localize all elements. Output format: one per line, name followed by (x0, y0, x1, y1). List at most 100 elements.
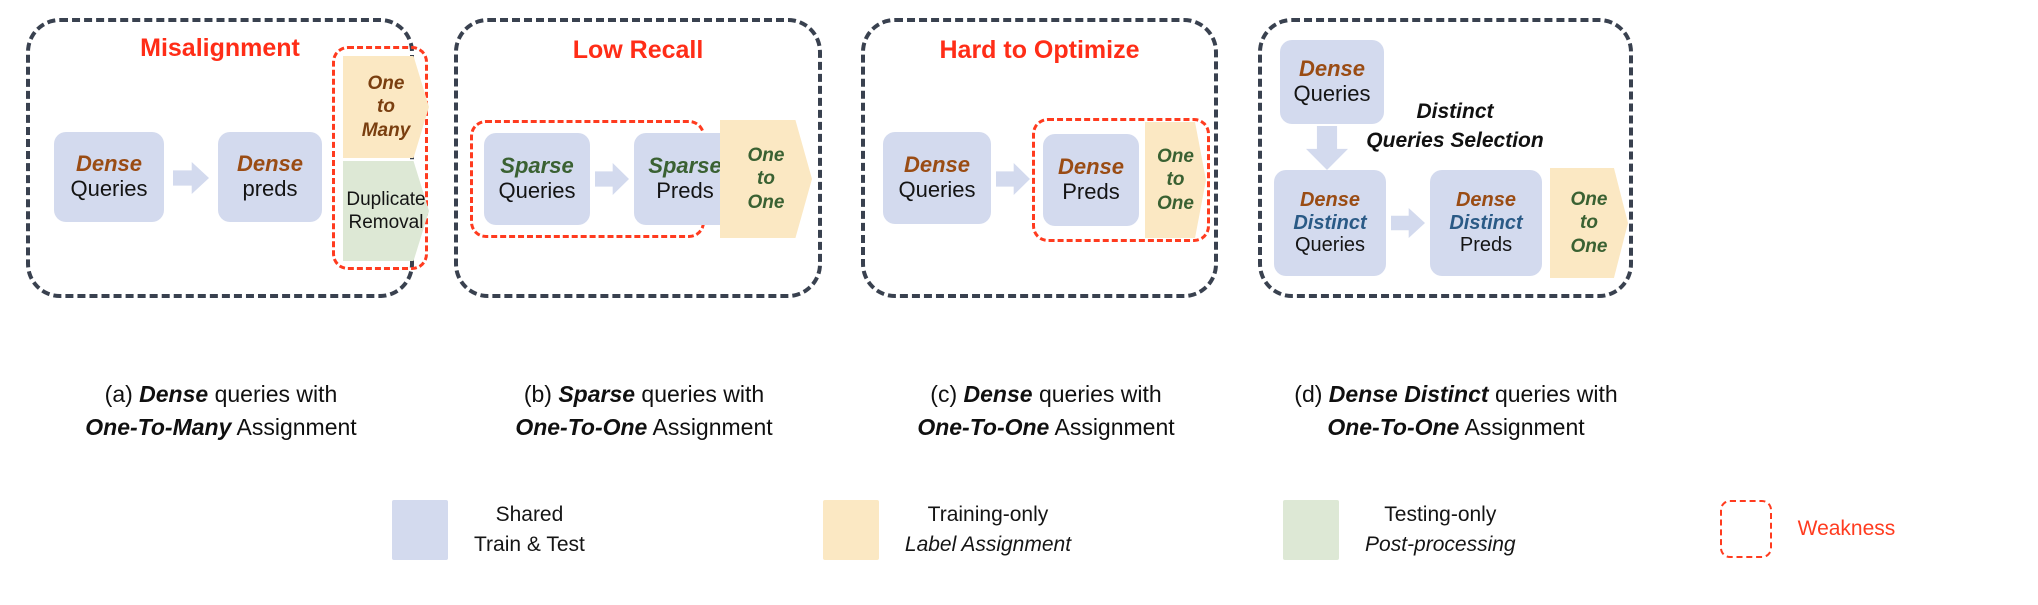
caption-d-emphasis-2: One-To-One (1327, 413, 1460, 440)
panel-d-source-emphasis: Dense (1298, 56, 1366, 82)
legend-training-line2: Label Assignment (904, 533, 1072, 556)
panel-c-preds-emphasis: Dense (1057, 154, 1125, 180)
panel-c-dense-preds-box: Dense Preds (1043, 134, 1139, 226)
caption-b-suffix: Assignment (647, 413, 773, 440)
caption-a-prefix: (a) (104, 381, 140, 407)
panel-b-queries-emphasis: Sparse (500, 153, 574, 179)
caption-a-emphasis-2: One-To-Many (85, 413, 232, 440)
caption-c: (c) Dense queries with One-To-One Assign… (846, 378, 1246, 468)
caption-c-suffix: Assignment (1049, 413, 1175, 440)
caption-c-mid: queries with (1032, 381, 1162, 407)
panel-c-title: Hard to Optimize (939, 36, 1140, 64)
panel-d-dp-line2: Distinct (1449, 211, 1523, 234)
legend-item-weakness: Weakness (1719, 500, 1896, 558)
caption-d-line1: (d) Dense Distinct queries with (1246, 378, 1666, 411)
caption-c-emphasis-2: One-To-One (917, 413, 1050, 440)
caption-b-emphasis-1: Sparse (558, 381, 636, 407)
legend-swatch-training-yellow (822, 500, 879, 560)
panel-b-assign-line2: to (757, 168, 775, 190)
caption-a: (a) Dense queries with One-To-Many Assig… (0, 378, 442, 468)
caption-d-line2: One-To-One Assignment (1246, 411, 1666, 444)
legend-label-weakness: Weakness (1797, 517, 1896, 540)
caption-a-mid: queries with (208, 381, 338, 407)
caption-d-suffix: Assignment (1459, 413, 1585, 440)
caption-c-line1: (c) Dense queries with (846, 378, 1246, 411)
panel-b-sparse-preds-box: Sparse Preds (634, 133, 736, 225)
panel-b-sparse-queries-box: Sparse Queries (484, 133, 590, 225)
panel-b-assign-line3: One (747, 191, 785, 213)
legend-swatch-testing-green (1283, 500, 1340, 560)
panel-b-preds-label: Preds (656, 178, 714, 203)
caption-a-line1: (a) Dense queries with (0, 378, 442, 411)
captions-row: (a) Dense queries with One-To-Many Assig… (0, 378, 2038, 468)
panel-a: Misalignment Dense Queries Dense preds O… (26, 18, 429, 298)
legend-label-training: Training-only Label Assignment (905, 500, 1071, 560)
panel-a-preds-emphasis: Dense (236, 151, 304, 177)
caption-a-emphasis-1: Dense (139, 381, 209, 407)
legend-item-training: Training-only Label Assignment (822, 500, 1071, 560)
panel-a-post-line2: Removal (348, 212, 424, 233)
caption-b-mid: queries with (635, 381, 765, 407)
panel-c-dense-queries-box: Dense Queries (883, 132, 991, 224)
caption-d-mid: queries with (1488, 381, 1618, 407)
panels-row: Misalignment Dense Queries Dense preds O… (0, 18, 2038, 370)
caption-a-line2: One-To-Many Assignment (0, 411, 442, 444)
panel-a-one-to-many-shape: One to Many (343, 56, 429, 158)
panel-d-distinct-queries-box: Dense Distinct Queries (1274, 170, 1386, 276)
panel-b-preds-emphasis: Sparse (648, 153, 722, 179)
panel-d-assign-line3: One (1570, 235, 1608, 257)
panel-d-flow-arrow-icon (1391, 208, 1425, 238)
panel-d-distinct-preds-box: Dense Distinct Preds (1430, 170, 1542, 276)
panel-c-assign-line1: One (1157, 146, 1194, 168)
legend-shared-line1: Shared (495, 503, 564, 527)
panel-a-dense-preds-box: Dense preds (218, 132, 322, 222)
panel-d-selection-line2: Queries Selection (1366, 128, 1544, 152)
legend-item-testing: Testing-only Post-processing (1283, 500, 1516, 560)
caption-d-emphasis-1: Dense Distinct (1328, 381, 1489, 407)
legend-label-shared: Shared Train & Test (474, 500, 585, 560)
panel-d-selection-line1: Distinct (1416, 100, 1494, 123)
panel-a-assign-line1: One (367, 73, 405, 95)
panel-c-queries-label: Queries (898, 177, 976, 202)
panel-d-source-label: Queries (1293, 81, 1371, 106)
panel-a-post-line1: Duplicate (346, 188, 426, 210)
caption-b-emphasis-2: One-To-One (515, 413, 648, 440)
panel-d-dq-line1: Dense (1299, 189, 1361, 212)
legend-testing-line2: Post-processing (1365, 533, 1516, 556)
panel-c: Hard to Optimize Dense Queries Dense Pre… (861, 18, 1218, 298)
panel-a-assign-line2: to (377, 96, 395, 118)
legend-row: Shared Train & Test Training-only Label … (0, 500, 2038, 590)
caption-a-suffix: Assignment (231, 413, 357, 440)
panel-a-dense-queries-box: Dense Queries (54, 132, 164, 222)
panel-a-queries-label: Queries (70, 176, 148, 201)
panel-c-assign-line2: to (1166, 169, 1185, 191)
panel-a-title: Misalignment (140, 34, 300, 62)
panel-a-assign-line3: Many (361, 119, 411, 141)
panel-d-dp-line3: Preds (1459, 234, 1513, 257)
panel-a-queries-emphasis: Dense (75, 151, 143, 177)
caption-c-line2: One-To-One Assignment (846, 411, 1246, 444)
panel-d-dq-line2: Distinct (1293, 211, 1367, 234)
legend-item-shared: Shared Train & Test (392, 500, 585, 560)
panel-b-flow-arrow-icon (595, 163, 629, 195)
caption-b-prefix: (b) (523, 381, 559, 407)
caption-b-line2: One-To-One Assignment (442, 411, 846, 444)
caption-d: (d) Dense Distinct queries with One-To-O… (1246, 378, 1666, 468)
legend-shared-line2: Train & Test (474, 533, 585, 556)
caption-b-line1: (b) Sparse queries with (442, 378, 846, 411)
legend-label-testing: Testing-only Post-processing (1365, 500, 1516, 560)
panel-d-assign-line1: One (1570, 189, 1608, 211)
panel-c-one-to-one-shape: One to One (1145, 122, 1206, 238)
panel-c-queries-emphasis: Dense (903, 152, 971, 178)
legend-swatch-shared-blue (392, 500, 448, 560)
panel-b-one-to-one-shape: One to One (720, 120, 812, 238)
panel-b-queries-label: Queries (498, 178, 576, 203)
panel-d-dp-line1: Dense (1455, 189, 1517, 212)
panel-d-one-to-one-shape: One to One (1550, 168, 1628, 278)
panel-b: Low Recall Sparse Queries Sparse Preds O… (454, 18, 822, 298)
panel-a-flow-arrow-icon (173, 162, 209, 194)
panel-a-duplicate-removal-shape: Duplicate Removal (343, 161, 429, 261)
panel-c-assign-line3: One (1157, 192, 1194, 214)
legend-training-line1: Training-only (927, 503, 1049, 527)
